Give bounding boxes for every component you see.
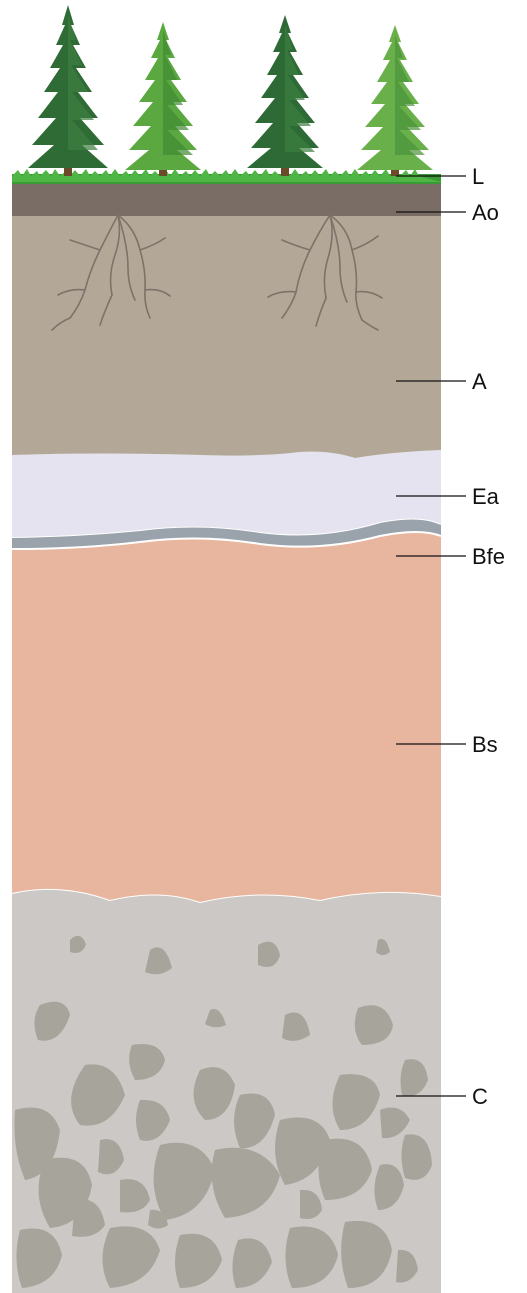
- rock: [258, 941, 280, 968]
- rock: [332, 1074, 380, 1130]
- spruce-tree-1: [28, 5, 108, 176]
- rock: [120, 1179, 150, 1213]
- label-a: A: [472, 369, 487, 394]
- rock: [34, 1001, 70, 1041]
- horizon-bfe: [12, 518, 441, 549]
- rock: [148, 1209, 168, 1229]
- horizon-bfe-bottom-edge: [11, 531, 442, 550]
- label-bfe: Bfe: [472, 544, 505, 569]
- label-ao: Ao: [472, 200, 499, 225]
- rock: [98, 1139, 124, 1175]
- spruce-tree-3: [247, 15, 323, 176]
- spruce-tree-4: [357, 25, 433, 176]
- rock: [16, 1228, 63, 1288]
- horizon-a: [12, 214, 441, 458]
- rock: [318, 1138, 372, 1200]
- horizon-ea: [12, 450, 441, 537]
- rock: [396, 1249, 418, 1283]
- rock: [153, 1142, 215, 1220]
- rock: [401, 1134, 432, 1180]
- label-c: C: [472, 1084, 488, 1109]
- rock: [175, 1233, 222, 1288]
- trees: [28, 5, 433, 176]
- spruce-tree-2: [125, 22, 201, 176]
- roots: [51, 214, 383, 331]
- root-system-right: [267, 214, 383, 331]
- rock: [145, 947, 172, 975]
- rock: [400, 1059, 428, 1096]
- root-system-left: [51, 214, 171, 331]
- rock: [374, 1164, 404, 1210]
- rock: [72, 1199, 105, 1237]
- rock: [341, 1220, 392, 1288]
- rock: [285, 1226, 338, 1288]
- label-ea: Ea: [472, 484, 500, 509]
- rock: [70, 935, 86, 953]
- rock: [129, 1044, 165, 1080]
- label-l: L: [472, 164, 484, 189]
- horizon-ao: [12, 182, 441, 216]
- rock: [376, 938, 390, 955]
- rock: [234, 1093, 275, 1149]
- rock: [193, 1067, 235, 1120]
- horizon-bs: [12, 530, 441, 902]
- horizon-c-boundary: [11, 887, 442, 904]
- rock: [71, 1064, 125, 1126]
- litter-layer: [12, 169, 441, 184]
- rock: [300, 1189, 322, 1219]
- rock: [380, 1107, 410, 1139]
- label-bs: Bs: [472, 732, 498, 757]
- rock: [211, 1147, 280, 1218]
- rocks: [14, 935, 432, 1288]
- rock: [354, 1005, 393, 1045]
- rock: [205, 1009, 226, 1028]
- rock: [275, 1117, 330, 1185]
- rock: [282, 1012, 310, 1041]
- rock: [102, 1226, 160, 1288]
- rock: [232, 1238, 272, 1288]
- leader-lines: [396, 175, 466, 1097]
- rock: [136, 1099, 170, 1141]
